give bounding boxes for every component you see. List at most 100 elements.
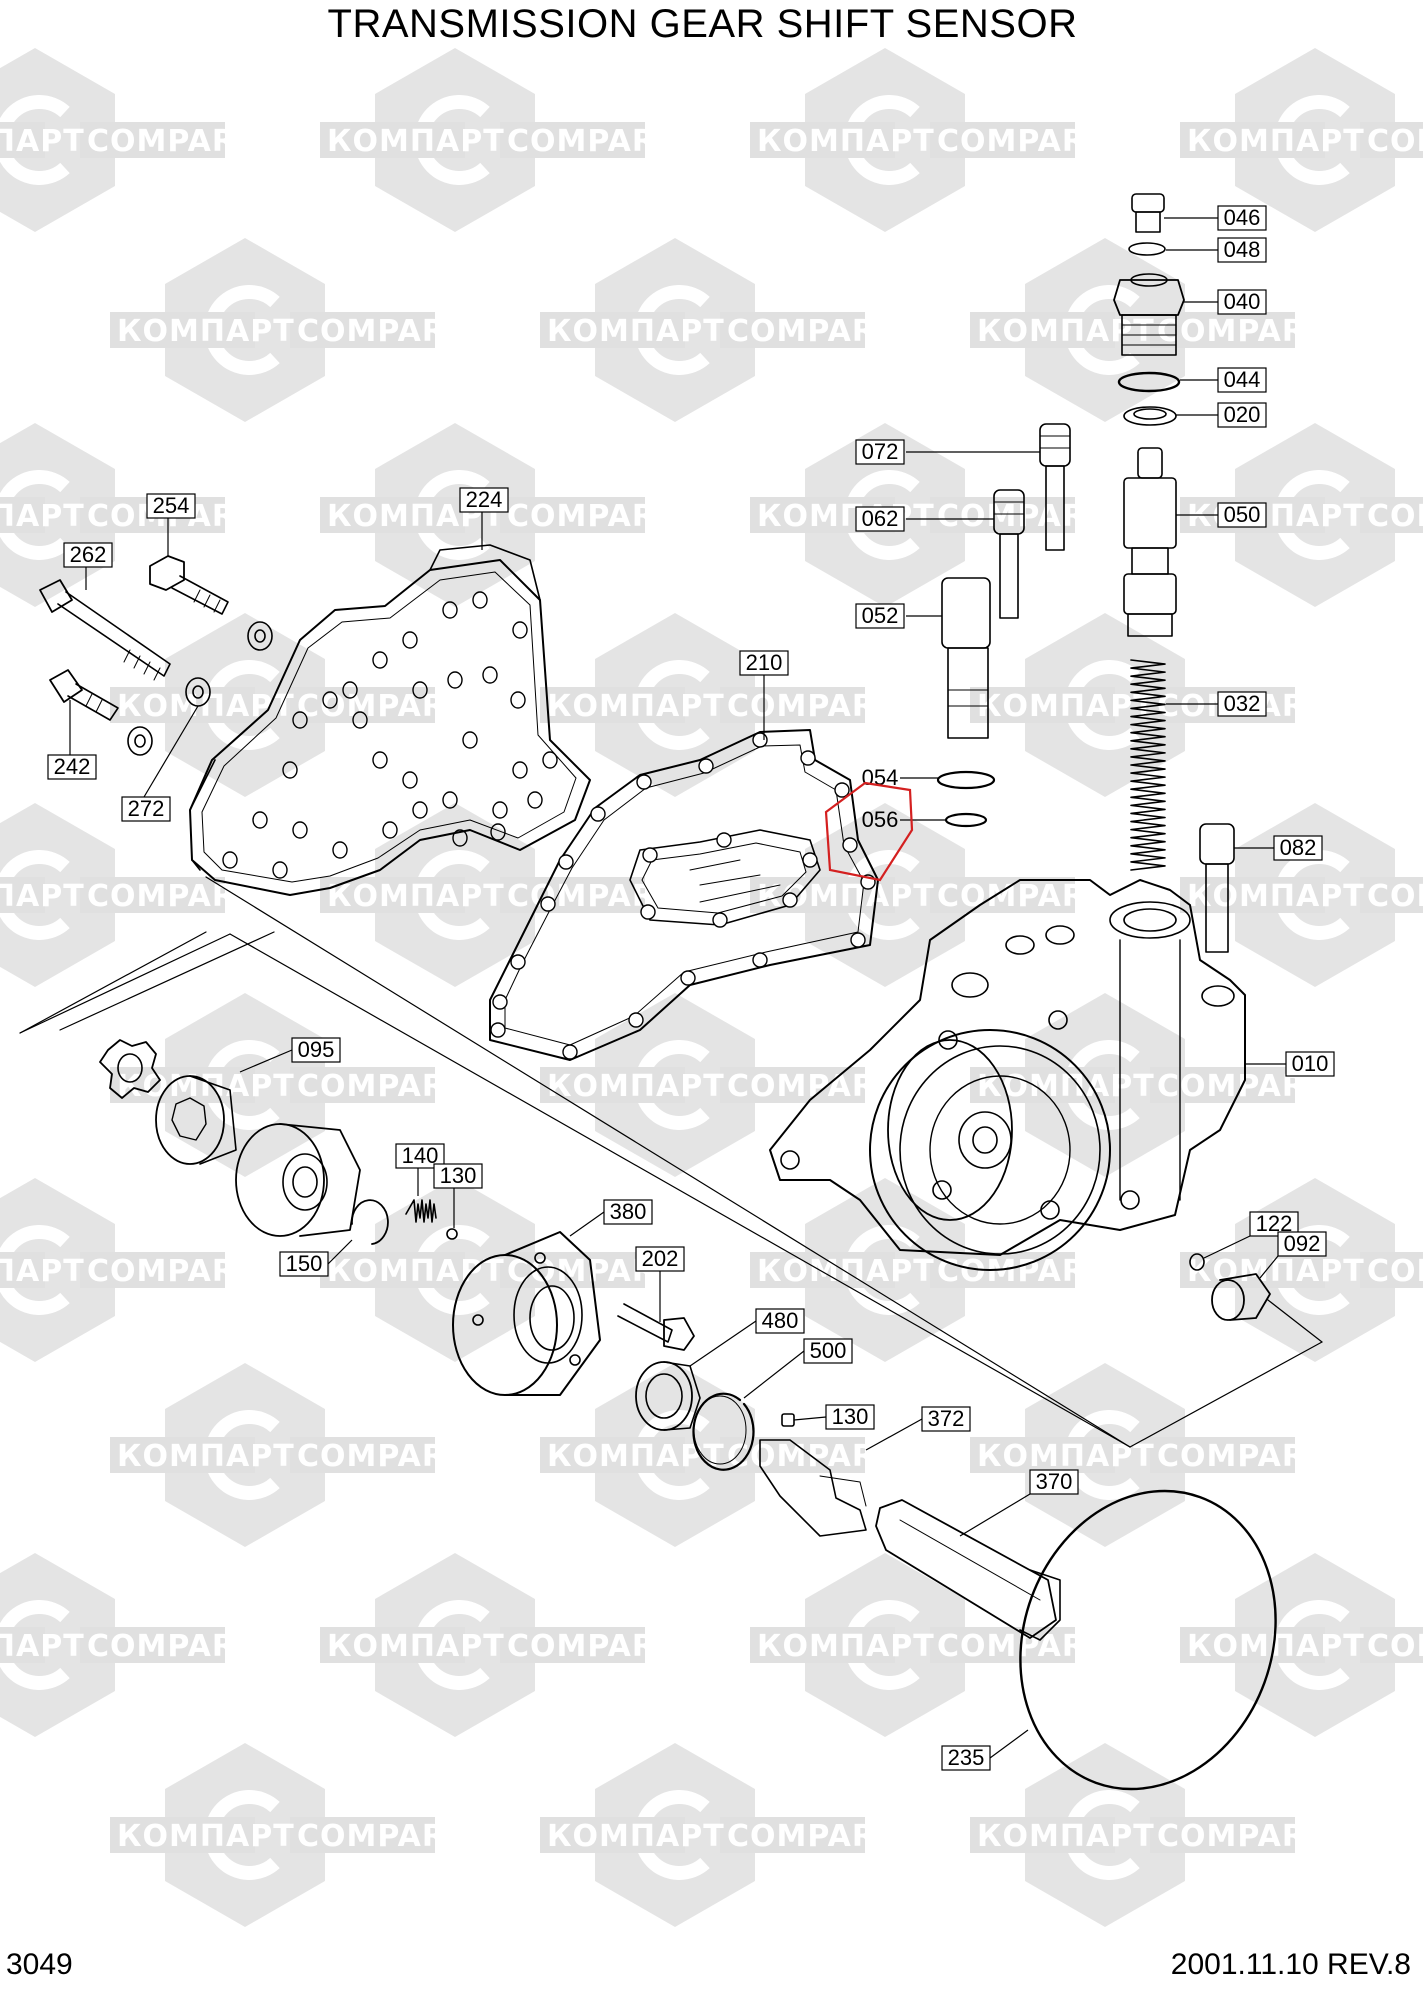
part-callout-140[interactable]: 140 <box>395 1143 445 1169</box>
part-callout-092[interactable]: 092 <box>1277 1231 1327 1257</box>
gasket-hole <box>640 904 656 920</box>
watermark-text-latin: COMPART <box>507 499 676 534</box>
plate-hole <box>292 821 308 839</box>
plate-hole <box>372 751 388 769</box>
watermark-text-cyrillic: КОМПАРТ <box>327 1629 505 1664</box>
part-callout-262[interactable]: 262 <box>63 542 113 568</box>
part-callout-130[interactable]: 130 <box>825 1404 875 1430</box>
leader-line <box>1203 1235 1251 1259</box>
part-callout-224[interactable]: 224 <box>459 487 509 513</box>
watermark-text-latin: COMPART <box>1157 1819 1326 1854</box>
plate-hole <box>442 791 458 809</box>
plate-hole <box>512 761 528 779</box>
bolt-202 <box>617 1303 695 1351</box>
circlip-150 <box>351 1199 389 1245</box>
watermark-text-latin: COMPART <box>937 124 1106 159</box>
part-number-label: 020 <box>1224 402 1261 427</box>
watermark-text-cyrillic: КОМПАРТ <box>327 879 505 914</box>
part-number-label: 050 <box>1224 502 1261 527</box>
part-callout-380[interactable]: 380 <box>603 1199 653 1225</box>
gasket-hole <box>802 852 818 868</box>
watermark-text-cyrillic: КОМПАРТ <box>0 879 85 914</box>
part-callout-235[interactable]: 235 <box>941 1745 991 1771</box>
part-callout-202[interactable]: 202 <box>635 1246 685 1272</box>
part-callout-062[interactable]: 062 <box>855 506 905 532</box>
watermark-text-cyrillic: КОМПАРТ <box>977 1069 1155 1104</box>
gasket-hole <box>590 806 606 822</box>
part-number-label: 235 <box>948 1745 985 1770</box>
plate-hole <box>372 651 388 669</box>
watermark-text-latin: COMPART <box>937 499 1106 534</box>
plate-hole <box>332 841 348 859</box>
watermark-text-cyrillic: КОМПАРТ <box>977 689 1155 724</box>
plug-046 <box>1131 193 1165 233</box>
assembly-axis-line <box>205 876 1131 1448</box>
part-callout-150[interactable]: 150 <box>279 1251 329 1277</box>
part-callout-044[interactable]: 044 <box>1217 367 1267 393</box>
part-number-label: 140 <box>402 1143 439 1168</box>
watermark-text-latin: COMPART <box>297 1439 466 1474</box>
watermark-text-cyrillic: КОМПАРТ <box>117 1819 295 1854</box>
part-number-label: 062 <box>862 506 899 531</box>
part-callout-072[interactable]: 072 <box>855 439 905 465</box>
plate-hole <box>412 681 428 699</box>
plate-hole <box>447 671 463 689</box>
part-callout-050[interactable]: 050 <box>1217 502 1267 528</box>
part-callout-056[interactable]: 056 <box>862 807 899 832</box>
part-callout-010[interactable]: 010 <box>1285 1051 1335 1077</box>
part-callout-480[interactable]: 480 <box>755 1308 805 1334</box>
ball-130 <box>446 1228 458 1240</box>
watermark-text-cyrillic: КОМПАРТ <box>0 499 85 534</box>
part-callout-500[interactable]: 500 <box>803 1338 853 1364</box>
part-callout-048[interactable]: 048 <box>1217 237 1267 263</box>
pump-body <box>235 1123 361 1237</box>
plate-hole <box>382 821 398 839</box>
part-callout-082[interactable]: 082 <box>1273 835 1323 861</box>
gasket-hole <box>850 932 866 948</box>
spring-032 <box>1130 659 1166 871</box>
part-callout-130[interactable]: 130 <box>433 1163 483 1189</box>
part-callout-040[interactable]: 040 <box>1217 289 1267 315</box>
part-number-label: 372 <box>928 1406 965 1431</box>
watermark-text-latin: COMPART <box>1157 1439 1326 1474</box>
watermark-text-cyrillic: КОМПАРТ <box>117 1439 295 1474</box>
part-callout-272[interactable]: 272 <box>121 796 171 822</box>
watermark-text-cyrillic: КОМПАРТ <box>977 314 1155 349</box>
part-callout-370[interactable]: 370 <box>1029 1469 1079 1495</box>
part-callout-372[interactable]: 372 <box>921 1406 971 1432</box>
plate-hole <box>492 801 508 819</box>
watermark-text-latin: COMPART <box>507 124 676 159</box>
watermark-text-latin: COMPART <box>1367 879 1423 914</box>
part-callout-032[interactable]: 032 <box>1217 691 1267 717</box>
part-callout-210[interactable]: 210 <box>739 650 789 676</box>
plate-hole <box>402 631 418 649</box>
watermark-layer: КОМПАРТCOMPARTКОМПАРТCOMPARTКОМПАРТCOMPA… <box>0 48 1423 1927</box>
part-callout-095[interactable]: 095 <box>291 1037 341 1063</box>
watermark-text-latin: COMPART <box>1157 314 1326 349</box>
part-callout-020[interactable]: 020 <box>1217 402 1267 428</box>
o-ring-054 <box>936 770 996 790</box>
part-callout-046[interactable]: 046 <box>1217 205 1267 231</box>
ring-020 <box>1123 406 1177 426</box>
gear-095 <box>99 1039 161 1099</box>
part-number-label: 210 <box>746 650 783 675</box>
plate-hole <box>282 761 298 779</box>
gasket-hole <box>782 892 798 908</box>
watermark-text-cyrillic: КОМПАРТ <box>117 1069 295 1104</box>
part-callout-052[interactable]: 052 <box>855 603 905 629</box>
bolt-254 <box>149 555 229 615</box>
part-callout-242[interactable]: 242 <box>47 754 97 780</box>
part-callout-254[interactable]: 254 <box>146 493 196 519</box>
